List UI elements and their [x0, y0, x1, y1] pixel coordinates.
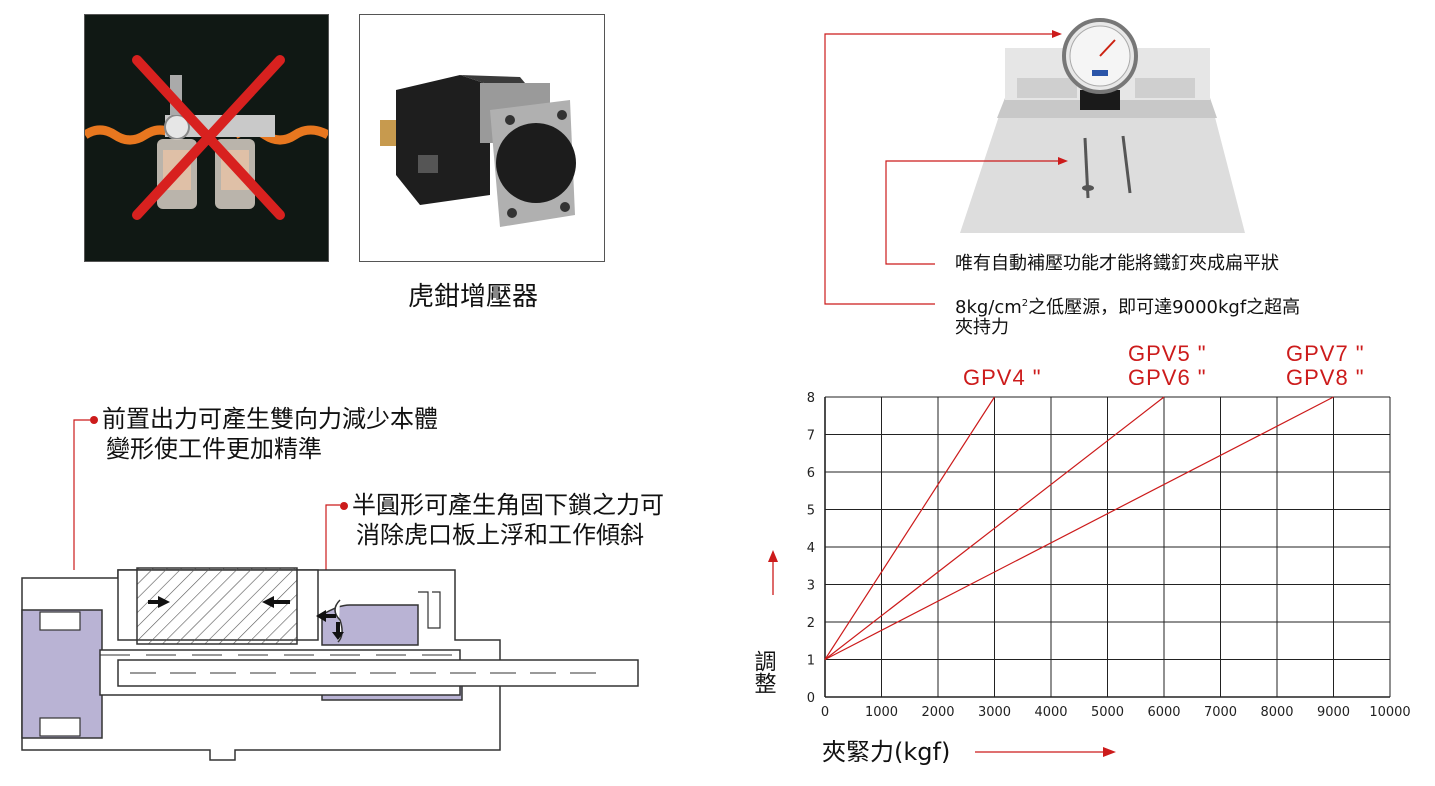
- x-tick-label: 4000: [1034, 705, 1067, 720]
- y-tick-label: 3: [807, 579, 815, 594]
- note-unit-sup: 2: [1021, 298, 1029, 309]
- y-tick-label: 7: [807, 429, 815, 444]
- series-label-line: GPV6 ": [1128, 365, 1207, 390]
- semicircle-line1: 半圓形可產生角固下鎖之力可: [352, 491, 664, 519]
- vise-cross-section: [21, 419, 639, 761]
- force-arrow-right: [148, 596, 170, 608]
- force-arrow-down: [332, 622, 344, 640]
- low-pressure-note: 8kg/cm2之低壓源，即可達9000kgf之超高 夾持力: [955, 294, 1300, 338]
- semicircle-note: 半圓形可產生角固下鎖之力可 消除虎口板上浮和工作傾斜: [340, 490, 664, 550]
- y-tick-label: 4: [807, 541, 815, 556]
- series-label-gpv4: GPV4 ": [963, 366, 1042, 390]
- vise-booster-caption: 虎鉗增壓器: [408, 282, 539, 312]
- note-text-line2: 夾持力: [955, 317, 1009, 338]
- rear-jaw-block: [21, 609, 103, 739]
- x-tick-label: 3000: [978, 705, 1011, 720]
- series-label-line: GPV8 ": [1286, 365, 1365, 390]
- force-arrow-clamp: [316, 610, 336, 622]
- filter-regulator-photo: [84, 14, 329, 262]
- x-tick-label: 7000: [1204, 705, 1237, 720]
- x-tick-label: 2000: [921, 705, 954, 720]
- x-axis-label: 夾緊力(kgf): [822, 738, 950, 766]
- x-tick-label: 10000: [1369, 705, 1410, 720]
- x-tick-label: 1000: [865, 705, 898, 720]
- series-label-gpv7-8: GPV7 " GPV8 ": [1286, 342, 1365, 390]
- front-force-line1: 前置出力可產生雙向力減少本體: [102, 405, 438, 433]
- series-line-2: [824, 396, 1165, 660]
- x-tick-label: 6000: [1147, 705, 1180, 720]
- note-unit: 8kg/cm: [955, 297, 1022, 318]
- x-tick-label: 9000: [1317, 705, 1350, 720]
- series-line-1: [824, 396, 996, 660]
- vise-booster-photo: [359, 14, 605, 262]
- y-axis-label: 調整: [751, 650, 777, 694]
- x-tick-labels: 0 1000 2000 3000 4000 5000 6000 7000 8000 9000 100…: [821, 705, 1411, 720]
- x-tick-label: 5000: [1091, 705, 1124, 720]
- series-label-line: GPV4 ": [963, 365, 1042, 390]
- note-text: 之低壓源，即可達9000kgf之超高: [1028, 297, 1301, 318]
- bullet-dot: [90, 416, 98, 424]
- series-label-line: GPV5 ": [1128, 341, 1207, 366]
- series-label-line: GPV7 ": [1286, 341, 1365, 366]
- semicircle-line2: 消除虎口板上浮和工作傾斜: [356, 521, 644, 549]
- series-label-gpv5-6: GPV5 " GPV6 ": [1128, 342, 1207, 390]
- y-tick-label: 0: [807, 691, 815, 706]
- y-tick-labels: 0 1 2 3 4 5 6 7 8: [807, 391, 815, 706]
- bullet-dot: [340, 502, 348, 510]
- vise-gauge-illustration: [960, 18, 1245, 233]
- y-tick-label: 8: [807, 391, 815, 406]
- x-tick-label: 8000: [1260, 705, 1293, 720]
- y-tick-label: 2: [807, 616, 815, 631]
- vise-booster-illustration: [380, 75, 576, 227]
- force-arrow-left: [262, 596, 290, 608]
- chart-grid: [824, 396, 1391, 698]
- front-force-note: 前置出力可產生雙向力減少本體 變形使工件更加精準: [90, 404, 438, 464]
- y-tick-label: 6: [807, 466, 815, 481]
- series-line-3: [824, 396, 1334, 661]
- vise-leader-lines: [824, 30, 1068, 305]
- auto-compensation-note: 唯有自動補壓功能才能將鐵釘夾成扁平狀: [955, 253, 1279, 274]
- y-tick-label: 5: [807, 504, 815, 519]
- front-force-line2: 變形使工件更加精準: [106, 435, 322, 463]
- filter-regulator-illustration: [85, 15, 328, 261]
- y-tick-label: 1: [807, 654, 815, 669]
- x-tick-label: 0: [821, 705, 829, 720]
- series-lines: [824, 396, 1334, 661]
